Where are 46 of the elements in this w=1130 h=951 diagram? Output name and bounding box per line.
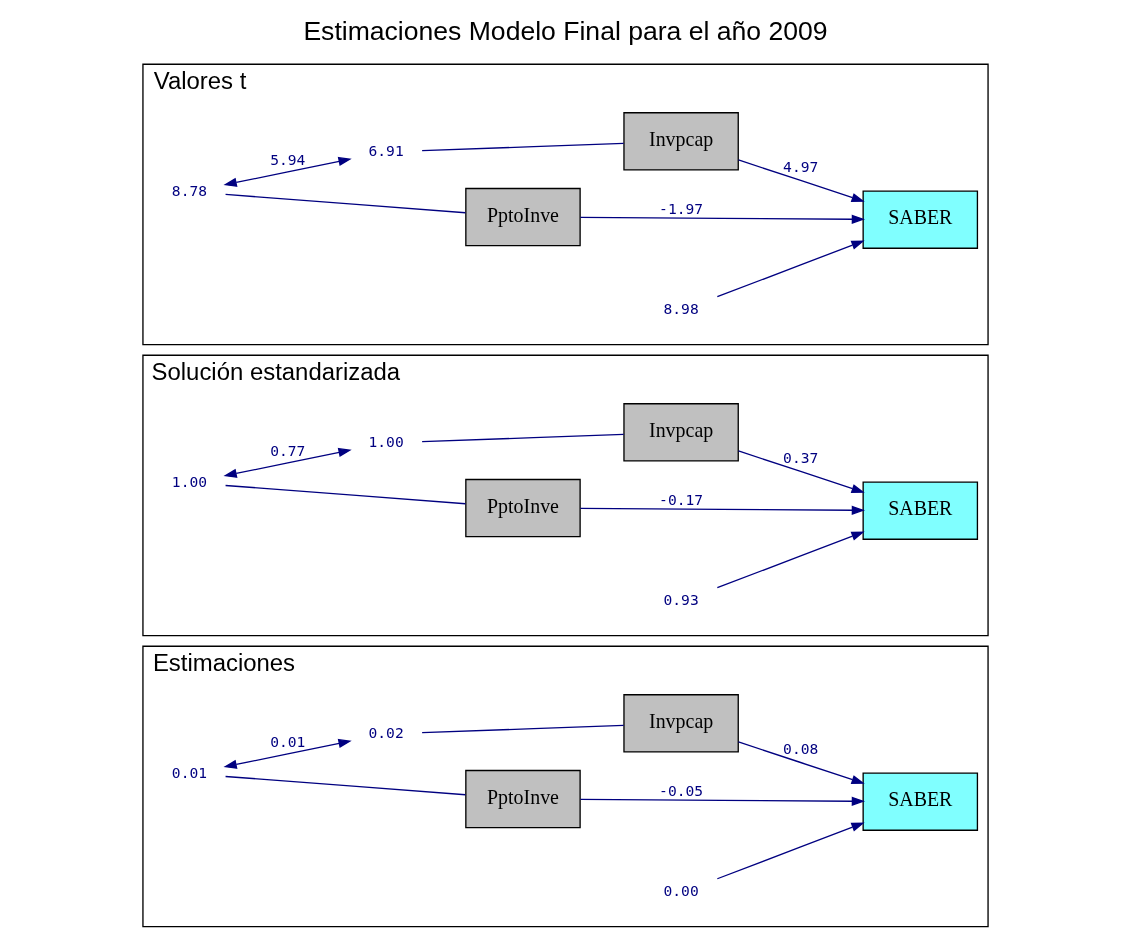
arrow	[579, 505, 865, 515]
edge-label: 0.77	[269, 441, 305, 459]
node-text: 0.01	[171, 763, 207, 781]
arrow	[579, 214, 865, 224]
edge-label: -0.05	[658, 782, 703, 800]
arrow	[737, 159, 865, 202]
node-box: PptoInve	[464, 187, 581, 247]
node-box: Invpcap	[622, 694, 739, 753]
edge-label: 4.97	[782, 157, 818, 175]
arrow	[716, 531, 865, 589]
node-text: 0.00	[663, 881, 699, 899]
node-box: SABER	[862, 481, 978, 540]
node-text: 1.00	[171, 472, 207, 490]
node-text: 0.93	[663, 590, 699, 608]
arrow	[737, 450, 865, 493]
node-box: PptoInve	[464, 769, 581, 829]
arrow	[716, 240, 865, 298]
node-box: Invpcap	[622, 403, 739, 462]
edge-label: -1.97	[658, 200, 703, 218]
arrow	[223, 447, 352, 478]
edge-label: 0.08	[782, 739, 818, 757]
node-text: 1.00	[368, 432, 404, 450]
node-text: 8.98	[663, 299, 699, 317]
edge-label: 0.01	[269, 732, 305, 750]
connector	[224, 484, 466, 505]
node-text: 6.91	[368, 141, 404, 159]
node-box: PptoInve	[464, 478, 581, 538]
node-box: SABER	[862, 772, 978, 831]
edge-label: -0.17	[658, 491, 703, 509]
connector	[224, 775, 466, 796]
arrow	[737, 741, 865, 784]
arrow	[579, 796, 865, 806]
node-text: 0.02	[368, 723, 404, 741]
edge-label: 0.37	[782, 448, 818, 466]
arrow	[716, 822, 865, 880]
edge-label: 5.94	[269, 150, 305, 168]
connector	[420, 142, 624, 152]
connector	[224, 193, 466, 214]
node-box: Invpcap	[622, 112, 739, 171]
connector	[420, 724, 624, 734]
connector	[420, 433, 624, 443]
diagram-title: Estimaciones Modelo Final para el año 2009	[302, 16, 828, 47]
arrow	[223, 156, 352, 187]
node-box: SABER	[862, 190, 978, 249]
node-text: 8.78	[171, 181, 207, 199]
arrow	[223, 738, 352, 769]
